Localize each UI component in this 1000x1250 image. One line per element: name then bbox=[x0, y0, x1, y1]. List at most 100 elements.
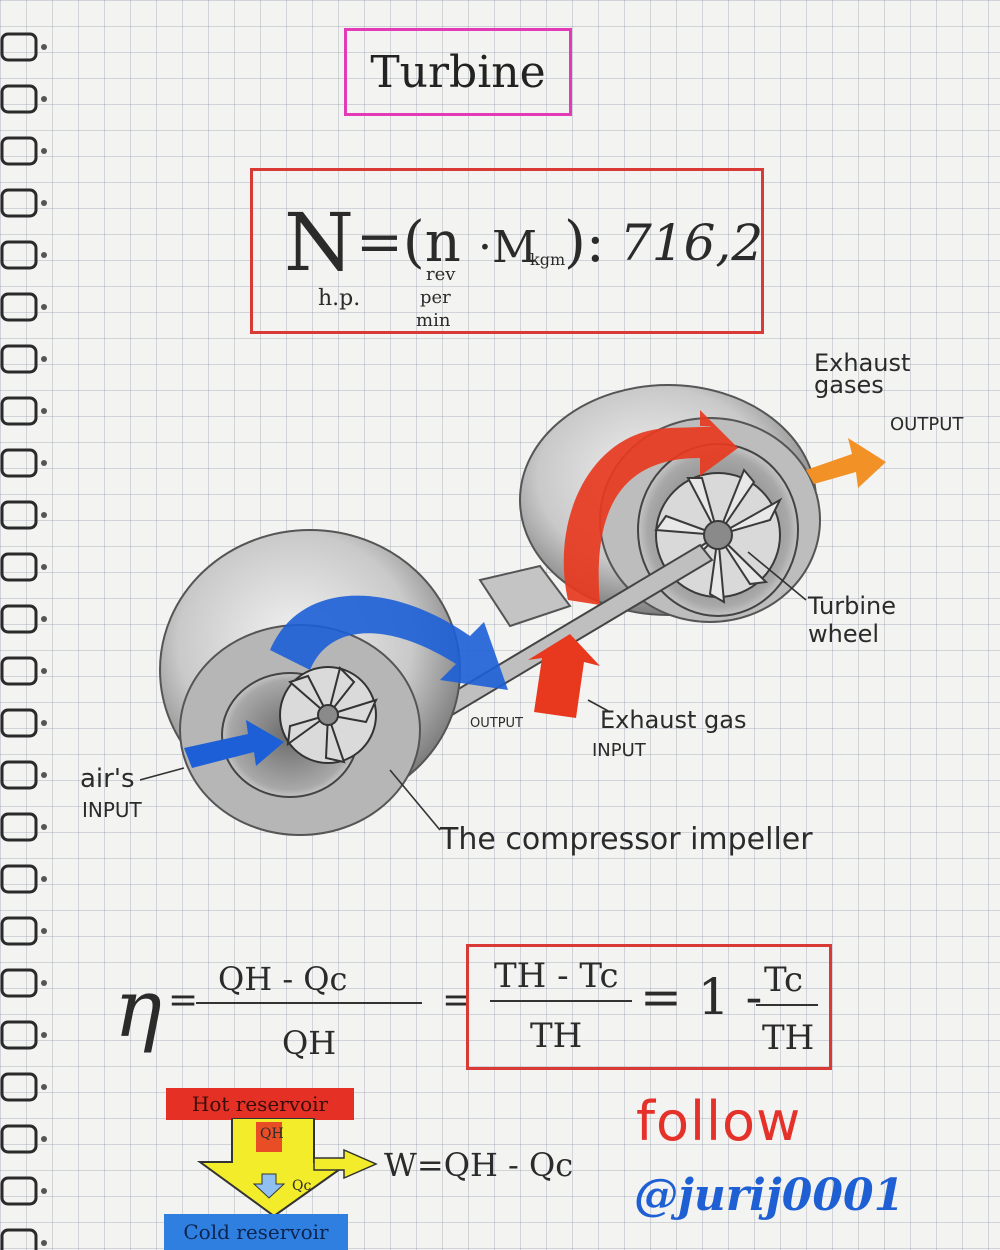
spiral-hole bbox=[41, 1084, 47, 1090]
formula-rev: rev bbox=[426, 264, 456, 285]
efficiency-num3: Tc bbox=[764, 960, 804, 1000]
label-exhaust-gases: Exhaust gases bbox=[814, 349, 911, 399]
spiral-ring bbox=[0, 864, 38, 894]
cold-reservoir: Cold reservoir bbox=[164, 1214, 348, 1250]
spiral-hole bbox=[41, 980, 47, 986]
efficiency-num1: QH - Qc bbox=[218, 960, 348, 998]
spiral-ring bbox=[0, 916, 38, 946]
label-qc-flow: Qc bbox=[292, 1178, 312, 1194]
formula-constant: 716,2 bbox=[620, 214, 764, 272]
spiral-ring bbox=[0, 84, 38, 114]
hot-reservoir: Hot reservoir bbox=[166, 1088, 354, 1120]
efficiency-den3: TH bbox=[762, 1018, 815, 1058]
air-input-arrow bbox=[184, 720, 284, 768]
efficiency-den1: QH bbox=[282, 1024, 337, 1062]
air-flow-arrow bbox=[270, 595, 508, 690]
spiral-hole bbox=[41, 876, 47, 882]
bearing-housing bbox=[478, 564, 572, 628]
formula-rpm: =(n bbox=[356, 210, 461, 275]
spiral-ring bbox=[0, 500, 38, 530]
exhaust-input-arrow bbox=[528, 634, 600, 718]
spiral-hole bbox=[41, 512, 47, 518]
page-title: Turbine bbox=[344, 28, 572, 116]
spiral-ring bbox=[0, 292, 38, 322]
spiral-hole bbox=[41, 200, 47, 206]
formula-kgm: kgm bbox=[530, 250, 566, 269]
spiral-binding bbox=[0, 32, 47, 1250]
spiral-hole bbox=[41, 1136, 47, 1142]
spiral-ring bbox=[0, 552, 38, 582]
spiral-hole bbox=[41, 720, 47, 726]
spiral-hole bbox=[41, 616, 47, 622]
spiral-hole bbox=[41, 772, 47, 778]
fraction-bar-2 bbox=[490, 1000, 632, 1002]
label-air-input: INPUT bbox=[82, 798, 142, 822]
label-output-right: OUTPUT bbox=[890, 414, 964, 435]
formula-n: N bbox=[284, 196, 354, 289]
efficiency-box bbox=[466, 944, 832, 1070]
label-output-small: OUTPUT bbox=[470, 716, 523, 731]
fraction-bar-1 bbox=[196, 1002, 422, 1004]
spiral-hole bbox=[41, 252, 47, 258]
formula-per: per bbox=[420, 287, 451, 308]
label-compressor-impeller: The compressor impeller bbox=[440, 822, 813, 857]
power-formula-box bbox=[250, 168, 764, 334]
spiral-ring bbox=[0, 1228, 38, 1250]
work-equation: W=QH - Qc bbox=[384, 1146, 574, 1184]
exhaust-flow-arrow bbox=[563, 410, 738, 605]
spiral-hole bbox=[41, 148, 47, 154]
spiral-ring bbox=[0, 32, 38, 62]
spiral-hole bbox=[41, 44, 47, 50]
social-handle[interactable]: @jurij0001 bbox=[634, 1170, 905, 1221]
label-air: air's bbox=[80, 764, 135, 794]
spiral-hole bbox=[41, 96, 47, 102]
spiral-ring bbox=[0, 1124, 38, 1154]
spiral-ring bbox=[0, 708, 38, 738]
compressor-impeller bbox=[279, 666, 378, 764]
spiral-ring bbox=[0, 344, 38, 374]
spiral-ring bbox=[0, 1020, 38, 1050]
efficiency-eq1: = bbox=[168, 980, 199, 1021]
spiral-hole bbox=[41, 1032, 47, 1038]
efficiency-den2: TH bbox=[530, 1016, 583, 1056]
spiral-hole bbox=[41, 356, 47, 362]
label-exhaust-input: INPUT bbox=[592, 740, 646, 761]
spiral-ring bbox=[0, 240, 38, 270]
spiral-hole bbox=[41, 824, 47, 830]
spiral-hole bbox=[41, 928, 47, 934]
spiral-hole bbox=[41, 1240, 47, 1246]
cold-reservoir-label: Cold reservoir bbox=[183, 1220, 329, 1244]
spiral-hole bbox=[41, 408, 47, 414]
spiral-ring bbox=[0, 656, 38, 686]
label-turbine-wheel: Turbine wheel bbox=[808, 592, 896, 648]
turbocharger-drawing bbox=[140, 384, 886, 836]
label-exhaust-gas-input: Exhaust gas bbox=[600, 706, 747, 734]
hot-reservoir-label: Hot reservoir bbox=[191, 1092, 329, 1116]
spiral-ring bbox=[0, 448, 38, 478]
spiral-ring bbox=[0, 760, 38, 790]
spiral-ring bbox=[0, 1072, 38, 1102]
spiral-hole bbox=[41, 668, 47, 674]
fraction-bar-3 bbox=[756, 1004, 818, 1006]
efficiency-eta: η bbox=[114, 962, 162, 1055]
spiral-hole bbox=[41, 564, 47, 570]
spiral-ring bbox=[0, 812, 38, 842]
spiral-ring bbox=[0, 968, 38, 998]
spiral-ring bbox=[0, 604, 38, 634]
formula-min: min bbox=[416, 310, 451, 331]
heat-flow-arrow bbox=[196, 1118, 378, 1218]
spiral-hole bbox=[41, 304, 47, 310]
spiral-ring bbox=[0, 188, 38, 218]
spiral-hole bbox=[41, 460, 47, 466]
spiral-ring bbox=[0, 1176, 38, 1206]
spiral-ring bbox=[0, 396, 38, 426]
label-qh-flow: QH bbox=[260, 1126, 284, 1142]
formula-hp: h.p. bbox=[318, 286, 361, 311]
follow-text: follow bbox=[636, 1090, 802, 1153]
exhaust-output-arrow bbox=[806, 438, 886, 488]
formula-close: ): bbox=[564, 210, 605, 275]
spiral-ring bbox=[0, 136, 38, 166]
label-pointers bbox=[140, 551, 807, 831]
efficiency-eq3: = 1 - bbox=[640, 968, 763, 1026]
formula-torque: ·M bbox=[478, 222, 538, 273]
